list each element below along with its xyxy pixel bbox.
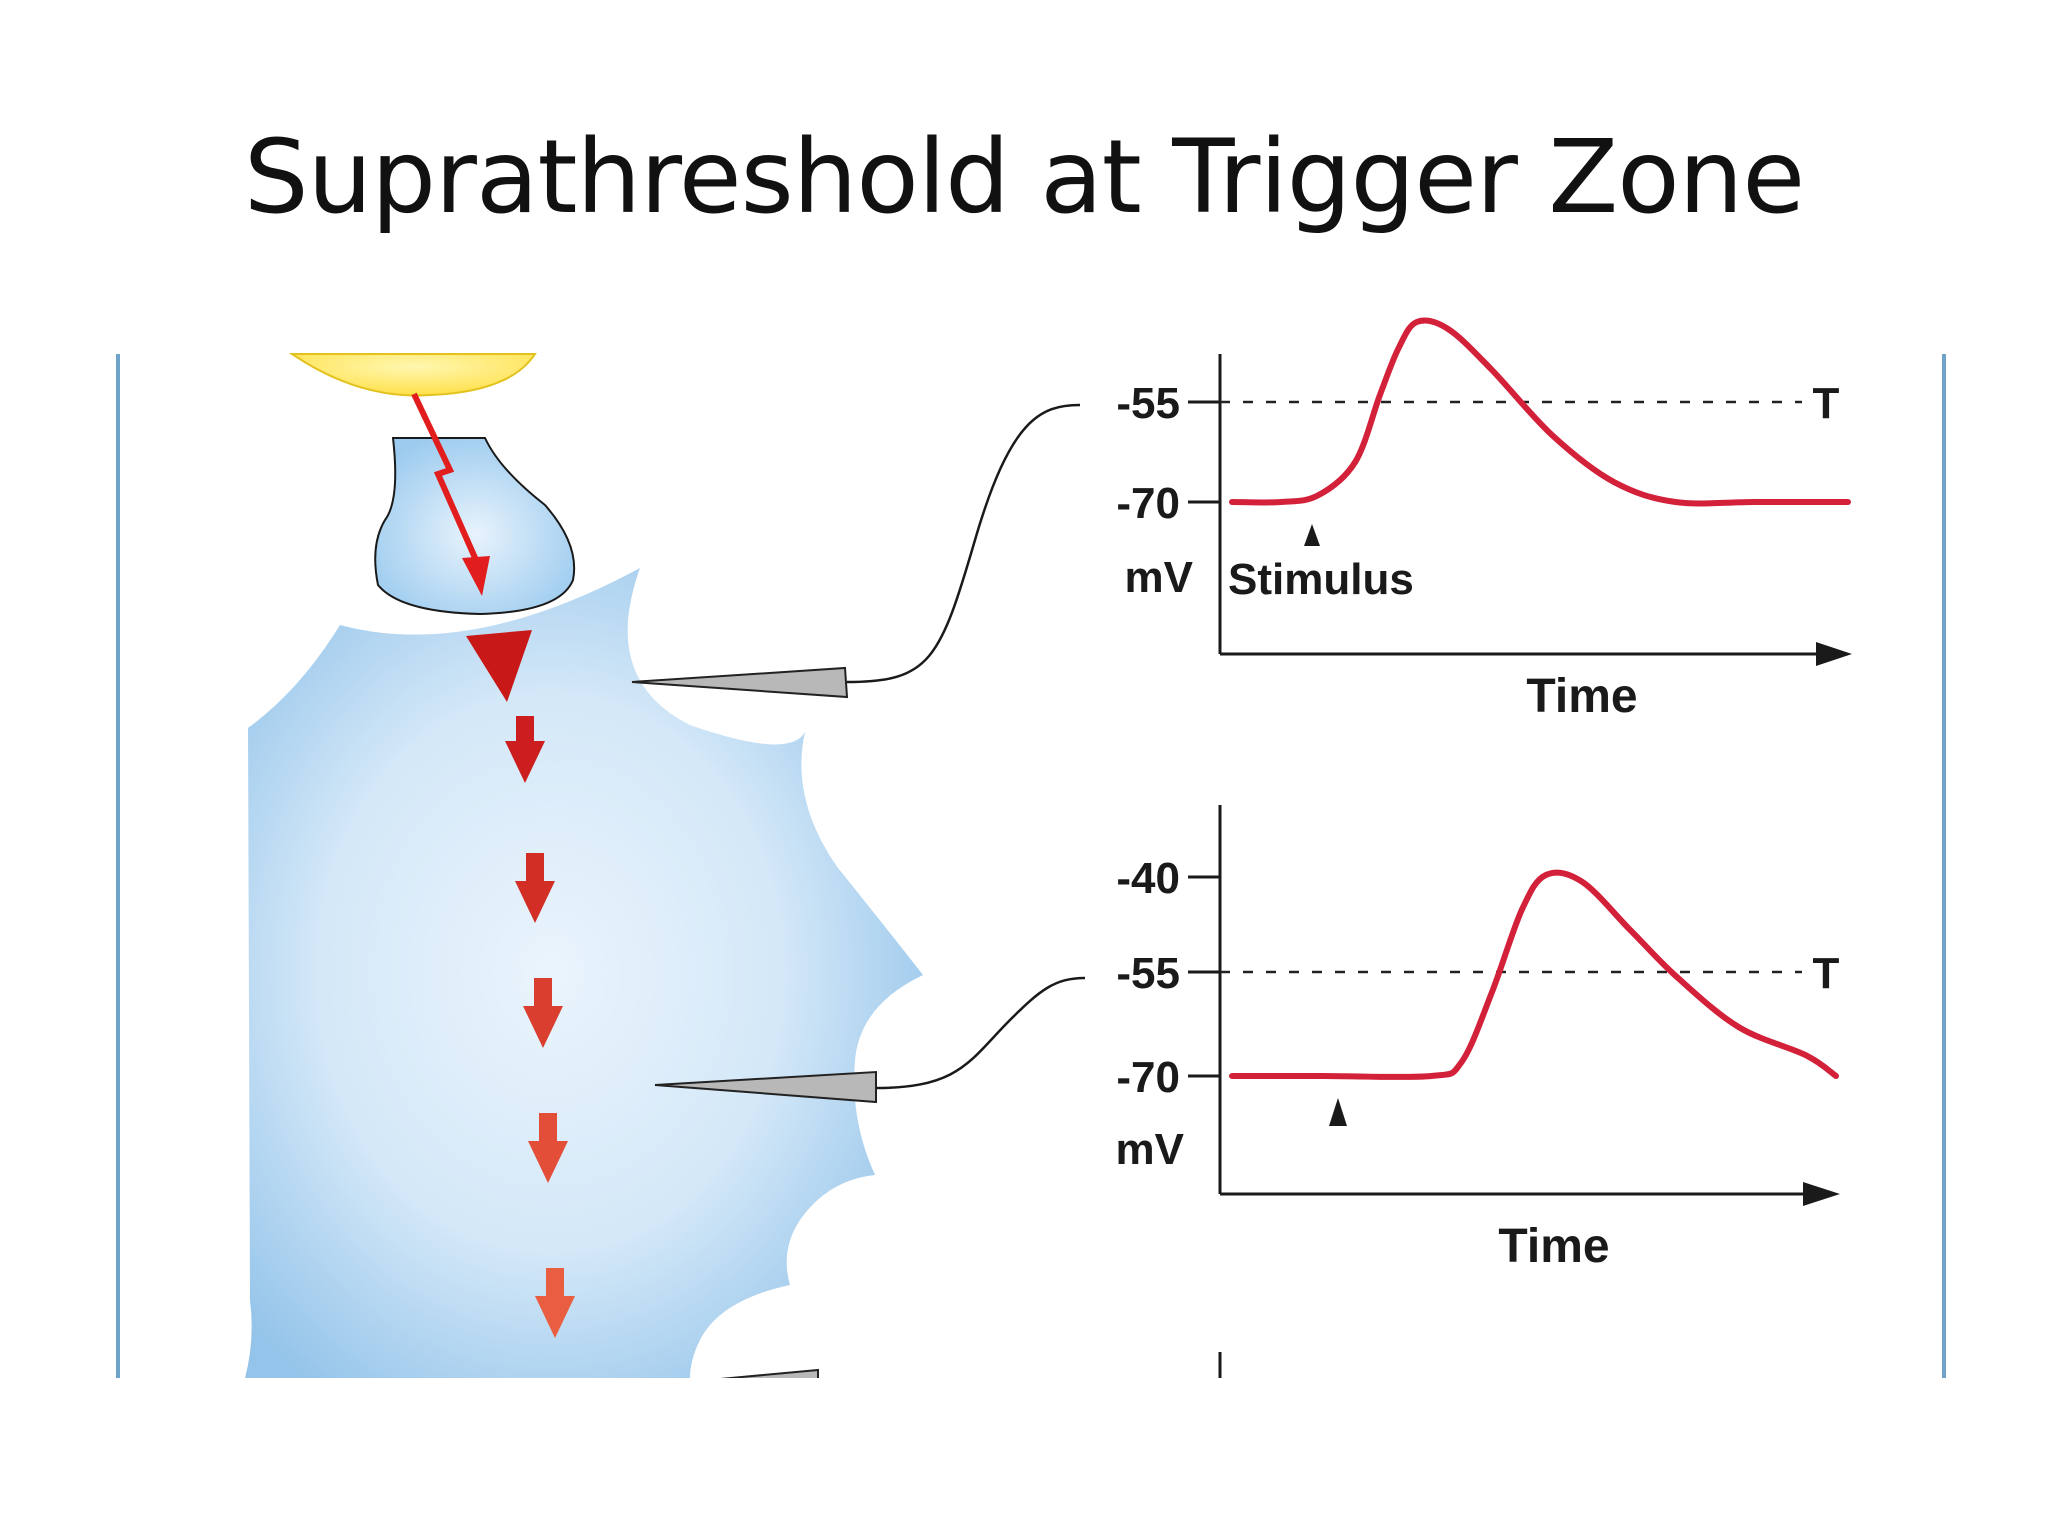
top-threshold-label: T — [1813, 379, 1840, 428]
stimulus-lightning-icon — [411, 392, 490, 596]
top-tick-label: -55 — [1116, 379, 1180, 428]
bottom-membrane-potential-trace — [1229, 869, 1839, 1081]
top-x-axis-label: Time — [1526, 670, 1637, 723]
bottom-tick-label: -55 — [1116, 949, 1180, 998]
propagation-arrow-shaft — [551, 1378, 569, 1398]
bottom-unit-label: mV — [1116, 1125, 1185, 1174]
trigger-zone-arrowhead — [466, 630, 532, 702]
bottom-x-axis-label: Time — [1498, 1220, 1609, 1273]
propagation-arrow-head — [540, 1396, 580, 1438]
propagation-arrows — [505, 716, 580, 1438]
propagation-arrow-shaft — [534, 978, 552, 1008]
electrode-top — [631, 666, 849, 699]
propagation-arrow-shaft — [516, 716, 534, 743]
propagation-arrow-head — [528, 1141, 568, 1183]
bottom-threshold-label: T — [1813, 949, 1840, 998]
top-stimulus-label: Stimulus — [1228, 555, 1414, 604]
top-stimulus-marker — [1304, 524, 1320, 546]
top-unit-label: mV — [1125, 553, 1194, 602]
propagation-arrow-shaft — [546, 1268, 564, 1298]
propagation-arrow-shaft — [526, 853, 544, 883]
bottom-stimulus-marker — [1329, 1098, 1347, 1126]
electrode-bottom — [720, 1368, 819, 1378]
bottom-tick-label: -70 — [1116, 1053, 1180, 1102]
propagation-arrow-shaft — [539, 1113, 557, 1143]
propagation-arrow-head — [515, 881, 555, 923]
bottom-x-axis-arrowhead — [1803, 1182, 1840, 1206]
propagation-arrow-head — [505, 741, 545, 783]
propagation-arrow-head — [523, 1006, 563, 1048]
axon-terminal — [374, 437, 576, 616]
electrode-lead-top — [846, 403, 1081, 684]
neuron-body — [245, 568, 923, 1378]
bottom-graph: -40 -55 -70 mV T Time — [1116, 805, 1840, 1273]
top-x-axis-arrowhead — [1816, 642, 1852, 666]
slide-title: Suprathreshold at Trigger Zone — [243, 118, 1805, 237]
electrode-lead-middle — [875, 976, 1086, 1090]
propagation-arrow-head — [535, 1296, 575, 1338]
bottom-tick-label: -40 — [1116, 854, 1180, 903]
top-graph: -55 -70 mV T Stimulus Time — [1116, 317, 1852, 723]
top-tick-label: -70 — [1116, 479, 1180, 528]
presynaptic-cell — [288, 353, 537, 397]
top-membrane-potential-trace — [1229, 317, 1851, 507]
